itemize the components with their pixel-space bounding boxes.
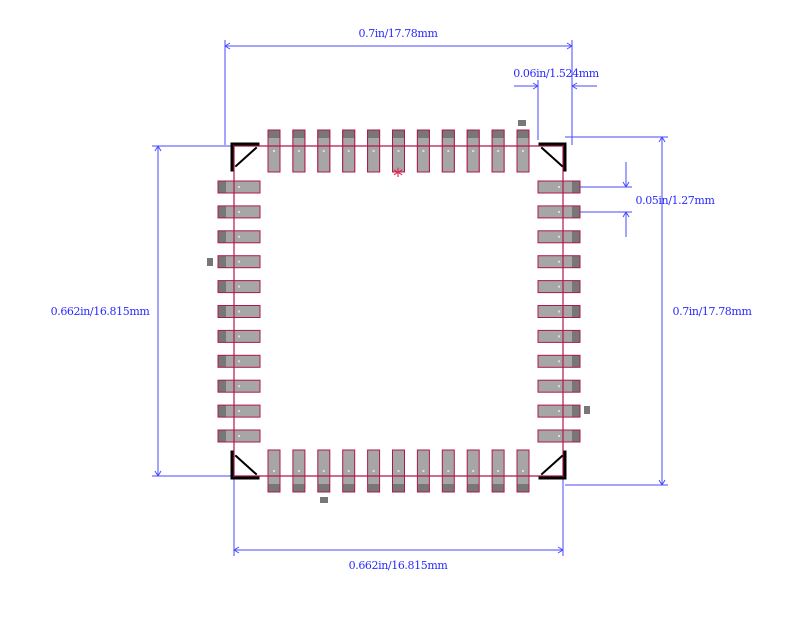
top-pad [367,129,381,173]
dim-arrowhead [154,470,162,477]
right-pad [537,255,581,269]
dim-arrowhead [658,136,666,143]
bottom-pad [342,449,356,493]
left-pad [217,404,261,418]
right-pad [537,280,581,294]
dim-pad-width-label: 0.06in/1.524mm [513,67,600,80]
left-pad [217,180,261,194]
dim-left-height-label: 0.662in/16.815mm [51,305,151,318]
right-pad [537,180,581,194]
dim-arrowhead [224,42,231,50]
bottom-pad [292,449,306,493]
top-pad [292,129,306,173]
dim-top-width-label: 0.7in/17.78mm [359,27,439,40]
dim-arrowhead [154,145,162,152]
dim-arrowhead [571,82,578,90]
right-pad [537,329,581,343]
right-pad [537,205,581,219]
silkscreen-corners [230,142,567,480]
bottom-pad [317,449,331,493]
top-pad [491,129,505,173]
dim-arrowhead [557,546,564,554]
dim-arrowhead [233,546,240,554]
dim-right-height-label: 0.7in/17.78mm [673,305,753,318]
left-pad [217,329,261,343]
bottom-pad [416,449,430,493]
top-pad [441,129,455,173]
bottom-pad [466,449,480,493]
right-pad [537,230,581,244]
right-pad [537,429,581,443]
right-pad [537,305,581,318]
bottom-pad [267,449,281,493]
right-pad [537,354,581,368]
top-pad [416,129,430,173]
right-pad [537,379,581,393]
top-pad [317,129,331,173]
bottom-pad [367,449,381,493]
top-pad [267,129,281,173]
top-pad [392,129,405,173]
bottom-pad [392,449,405,493]
top-pad [516,129,530,173]
dim-arrowhead [566,42,573,50]
dimension-lines [152,40,668,556]
fiducials [207,120,590,503]
dim-pin-pitch-label: 0.05in/1.27mm [636,194,716,207]
top-pad [466,129,480,173]
top-pad [342,129,356,173]
left-pad [217,255,261,269]
pad-array [217,129,581,493]
dim-arrowhead [658,479,666,486]
left-pad [217,230,261,244]
dim-bottom-width-label: 0.662in/16.815mm [349,559,449,572]
bottom-pad [516,449,530,493]
pin1-marker: * [393,164,403,188]
left-pad [217,305,261,318]
right-pad [537,404,581,418]
bottom-pad [441,449,455,493]
dim-arrowhead [622,211,630,218]
left-pad [217,280,261,294]
bottom-pad [491,449,505,493]
left-pad [217,354,261,368]
dim-arrowhead [532,82,539,90]
left-pad [217,379,261,393]
left-pad [217,429,261,443]
body-outline [233,145,564,477]
left-pad [217,205,261,219]
dim-arrowhead [622,181,630,188]
